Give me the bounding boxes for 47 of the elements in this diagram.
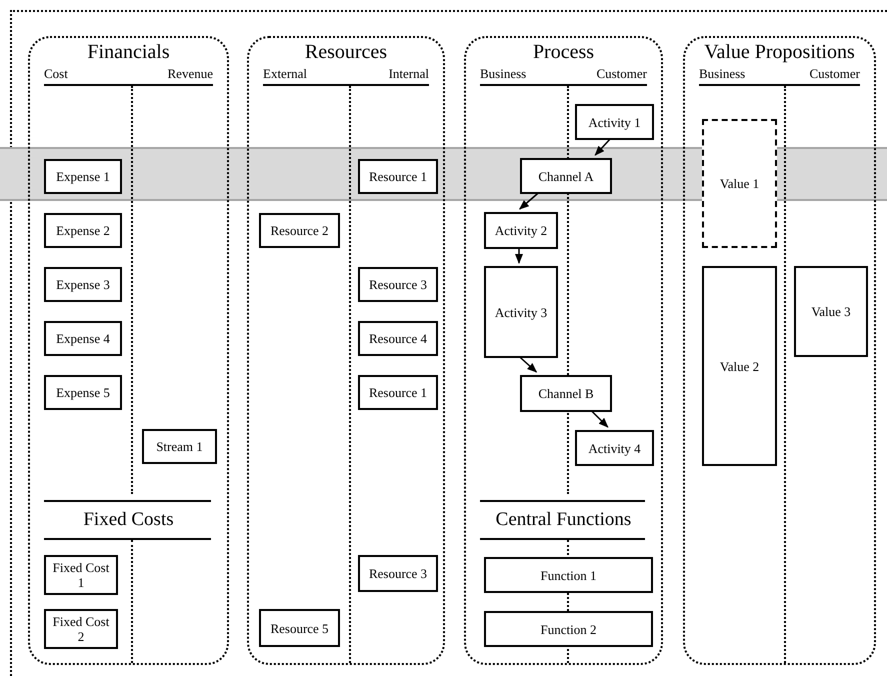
process-box: Stream 1	[142, 429, 217, 464]
column-subheading: Revenue	[168, 66, 213, 82]
process-box: Activity 2	[484, 212, 558, 249]
column-title: Financials	[86, 40, 171, 64]
process-box: Expense 4	[44, 321, 122, 356]
process-box: Activity 3	[484, 266, 558, 358]
process-box: Resource 5	[259, 609, 340, 647]
column-subheading: Internal	[388, 66, 429, 82]
process-box: Expense 2	[44, 213, 122, 248]
process-box: Expense 1	[44, 159, 122, 194]
process-box: Activity 4	[575, 430, 654, 466]
arrow	[519, 356, 538, 373]
arrow	[518, 192, 539, 210]
process-box: Resource 1	[358, 159, 438, 194]
process-box: Resource 1	[358, 375, 438, 410]
column-panel	[464, 36, 663, 665]
column-title: Process	[532, 40, 596, 64]
process-box: Expense 5	[44, 375, 122, 410]
column-subheading: Cost	[44, 66, 68, 82]
column-panel	[247, 36, 445, 665]
process-box: Value 3	[794, 266, 868, 357]
process-box: Fixed Cost 2	[44, 609, 118, 649]
column-subheading: Business	[480, 66, 526, 82]
column-title: Value Propositions	[703, 40, 856, 64]
process-box: Function 1	[484, 557, 653, 593]
process-box: Value 2	[702, 266, 777, 466]
process-box: Resource 4	[358, 321, 438, 356]
process-box: Activity 1	[575, 104, 654, 140]
process-box: Channel A	[520, 158, 612, 194]
process-box: Resource 3	[358, 555, 438, 592]
process-box: Channel B	[520, 375, 612, 412]
process-box: Value 1	[702, 119, 777, 248]
column-subheading: Business	[699, 66, 746, 82]
process-box: Function 2	[484, 611, 653, 647]
column-subheading: Customer	[596, 66, 647, 82]
column-title: Resources	[304, 40, 388, 64]
column-subheading: External	[263, 66, 308, 82]
process-box: Resource 3	[358, 267, 438, 302]
arrow	[515, 248, 523, 264]
column-panel	[683, 36, 876, 665]
arrow	[594, 138, 611, 156]
column-panel	[28, 36, 229, 665]
process-box: Resource 2	[259, 213, 340, 248]
arrow	[591, 410, 608, 428]
column-subheading: Customer	[809, 66, 860, 82]
process-box: Fixed Cost 1	[44, 555, 118, 595]
process-box: Expense 3	[44, 267, 122, 302]
